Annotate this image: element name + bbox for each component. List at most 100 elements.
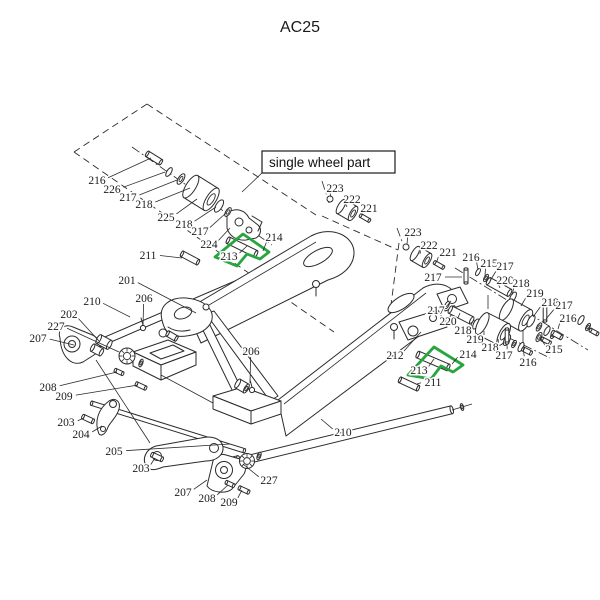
part-label-217: 217 xyxy=(495,350,513,362)
leader-line xyxy=(77,417,85,422)
part-label-207: 207 xyxy=(29,333,47,345)
leader-line xyxy=(242,463,260,478)
hardware-parts xyxy=(58,195,473,493)
part-label-217: 217 xyxy=(119,192,137,204)
part-label-208: 208 xyxy=(198,493,216,505)
part-label-211: 211 xyxy=(425,377,442,389)
part-label-213: 213 xyxy=(410,365,428,377)
part-label-210: 210 xyxy=(83,296,101,308)
part-label-223: 223 xyxy=(326,183,344,195)
part-label-217: 217 xyxy=(424,272,442,284)
leader-line xyxy=(75,384,139,396)
part-label-216: 216 xyxy=(462,252,480,264)
part-label-226: 226 xyxy=(103,184,121,196)
bolt-head xyxy=(402,243,410,251)
leader-line xyxy=(77,317,100,342)
part-label-221: 221 xyxy=(439,247,457,259)
part-label-202: 202 xyxy=(60,309,78,321)
upper-fork-slot xyxy=(303,246,333,268)
leader-line xyxy=(125,443,231,452)
pallet-truck-body xyxy=(95,231,524,444)
part-label-203: 203 xyxy=(57,417,75,429)
lower-fork-slot xyxy=(387,292,415,314)
leader-lines xyxy=(49,157,561,499)
base-box xyxy=(212,386,282,425)
callout: single wheel part xyxy=(241,150,396,193)
leader-line xyxy=(159,255,183,259)
part-label-215: 215 xyxy=(480,258,498,270)
leader-line xyxy=(102,302,131,318)
leader-line xyxy=(237,489,243,499)
leader-line xyxy=(539,336,546,346)
leader-line xyxy=(345,203,348,208)
part-label-218: 218 xyxy=(135,199,153,211)
leader-line xyxy=(445,300,452,308)
leader-line xyxy=(498,284,501,289)
leader-line xyxy=(489,270,497,282)
leader-line xyxy=(419,249,421,255)
part-label-217: 217 xyxy=(427,305,445,317)
leader-line xyxy=(457,312,461,318)
part-label-217: 217 xyxy=(555,300,573,312)
callout-box xyxy=(261,150,396,174)
part-label-209: 209 xyxy=(55,391,73,403)
leader-line xyxy=(139,179,178,196)
highlight-layer xyxy=(213,232,465,381)
part-label-204: 204 xyxy=(72,429,90,441)
callout-label: single wheel part xyxy=(269,155,371,170)
leader-line xyxy=(557,322,561,330)
part-label-215: 215 xyxy=(545,344,563,356)
leader-line xyxy=(176,198,198,215)
leader-line xyxy=(209,212,227,228)
leader-line xyxy=(451,356,459,365)
leader-line xyxy=(428,358,435,367)
part-label-207: 207 xyxy=(174,487,192,499)
leader-line xyxy=(218,227,231,241)
part-label-211: 211 xyxy=(140,250,157,262)
part-label-224: 224 xyxy=(200,239,218,251)
part-label-208: 208 xyxy=(39,382,57,394)
part-label-223: 223 xyxy=(404,227,422,239)
leader-line xyxy=(403,331,422,352)
clip-pin xyxy=(139,324,147,332)
leader-line xyxy=(360,212,363,216)
bogie-plate xyxy=(398,309,448,341)
part-label-220: 220 xyxy=(496,275,514,287)
leader-line xyxy=(406,237,409,245)
leader-line xyxy=(150,457,156,465)
leader-line xyxy=(520,296,527,307)
leader-line xyxy=(545,308,555,320)
part-label-214: 214 xyxy=(265,232,283,244)
swing-bracket xyxy=(226,209,261,241)
leader-line xyxy=(511,287,515,296)
part-label-212: 212 xyxy=(386,350,404,362)
part-label-219: 219 xyxy=(526,288,544,300)
leader-line xyxy=(476,262,479,271)
leader-line xyxy=(436,255,440,262)
leader-line xyxy=(249,356,252,384)
part-label-216: 216 xyxy=(559,313,577,325)
page-title: AC25 xyxy=(280,19,320,36)
leader-line xyxy=(216,484,229,496)
leader-line xyxy=(107,157,152,179)
bolt-head xyxy=(326,195,334,203)
leader-line xyxy=(193,479,208,490)
leader-line xyxy=(142,303,144,327)
part-label-218: 218 xyxy=(512,278,530,290)
leader-line xyxy=(66,327,120,353)
leader-line xyxy=(137,282,197,314)
part-label-218: 218 xyxy=(541,297,559,309)
part-label-213: 213 xyxy=(220,251,238,263)
leader-line xyxy=(329,193,332,198)
part-label-205: 205 xyxy=(105,446,123,458)
part-label-218: 218 xyxy=(481,342,499,354)
leader-line xyxy=(92,425,103,433)
part-label-222: 222 xyxy=(343,194,361,206)
exploded-wheel-parts xyxy=(81,150,600,495)
part-label-219: 219 xyxy=(466,334,484,346)
part-label-206: 206 xyxy=(242,346,260,358)
part-label-227: 227 xyxy=(260,475,278,487)
